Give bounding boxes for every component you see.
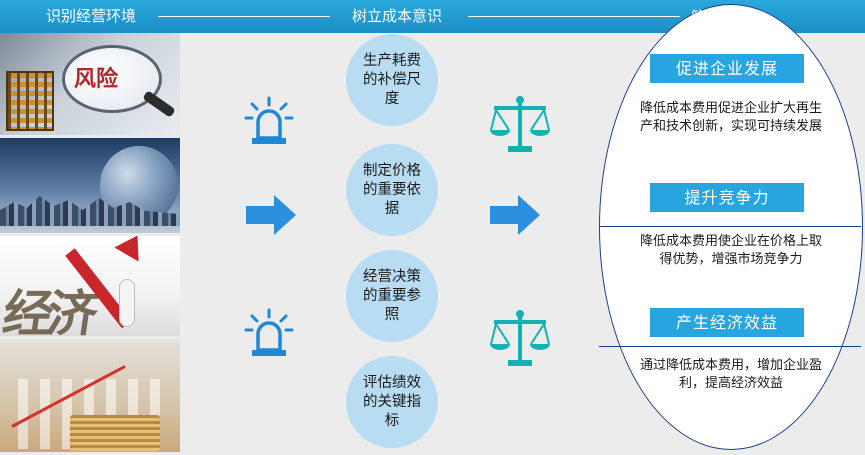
right-arrow-icon <box>246 195 296 235</box>
goal-title-1: 促进企业发展 <box>650 54 804 83</box>
rising-arrow-head <box>114 236 150 262</box>
circle-text: 经营决策的重要参照 <box>363 268 421 323</box>
goal-desc-1: 降低成本费用促进企业扩大再生产和技术创新，实现可持续发展 <box>640 101 823 134</box>
right-arrow-icon <box>490 195 540 235</box>
balance-scale-icon <box>490 96 550 152</box>
header-divider-right <box>468 16 680 17</box>
goal-desc-2: 降低成本费用使企业在价格上取得优势，增强市场竞争力 <box>640 234 823 267</box>
alarm-light-icon <box>244 96 294 144</box>
photo-growth-chart <box>0 339 180 452</box>
cost-concept-circle-3: 经营决策的重要参照 <box>346 250 438 342</box>
person-figure <box>120 280 134 326</box>
photo-globe-city <box>0 138 180 233</box>
cost-concept-circle-1: 生产耗费的补偿尺度 <box>346 34 438 126</box>
photo-economy: 经济 <box>0 236 180 336</box>
header-center-title: 树立成本意识 <box>352 7 443 25</box>
coin-stack-graphic <box>70 415 160 451</box>
goal-divider <box>599 226 861 227</box>
circle-text: 评估绩效的关键指标 <box>363 374 421 429</box>
magnifier-icon <box>62 45 162 113</box>
economy-word: 经济 <box>0 284 96 336</box>
circle-text: 生产耗费的补偿尺度 <box>363 52 421 107</box>
goal-divider <box>599 346 861 347</box>
cost-concept-circle-2: 制定价格的重要依据 <box>346 144 438 236</box>
photo-risk: 风险 <box>0 33 180 135</box>
alarm-light-icon <box>244 308 294 356</box>
magnifier-handle <box>142 90 176 118</box>
goal-title-3: 产生经济效益 <box>650 308 804 337</box>
header-left-title: 识别经营环境 <box>46 7 137 25</box>
cost-concept-circle-4: 评估绩效的关键指标 <box>346 356 438 448</box>
risk-word: 风险 <box>74 66 119 92</box>
goals-title: 管理目标 <box>691 8 752 26</box>
header-divider-left <box>158 16 330 17</box>
balance-scale-icon <box>490 310 550 366</box>
goal-desc-3: 通过降低成本费用，增加企业盈利，提高经济效益 <box>640 358 823 391</box>
abacus-graphic <box>6 71 54 131</box>
circle-text: 制定价格的重要依据 <box>363 162 421 217</box>
goal-title-2: 提升竞争力 <box>650 183 804 212</box>
